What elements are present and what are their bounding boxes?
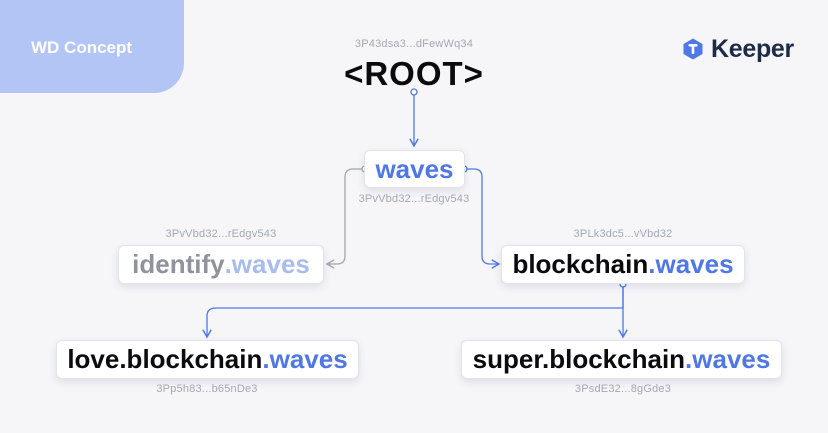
edge-blockchain-to-super: [618, 280, 628, 339]
keeper-logo: Keeper: [681, 34, 794, 64]
node-blockchain-waves[interactable]: blockchain.waves: [501, 245, 745, 284]
node-super-suffix: .waves: [685, 344, 771, 374]
root-address: 3P43dsa3...dFewWq34: [354, 38, 474, 50]
edge-blockchain-to-love: [202, 284, 624, 339]
node-super-name: super.blockchain: [472, 344, 686, 374]
identify-address: 3PvVbd32...rEdgv543: [165, 228, 277, 240]
concept-tab-label: WD Concept: [31, 38, 133, 57]
node-waves[interactable]: waves: [364, 150, 465, 188]
root-node-label: <ROOT>: [344, 55, 484, 92]
waves-address: 3PvVbd32...rEdgv543: [358, 193, 470, 205]
node-identify-suffix: .waves: [224, 249, 310, 279]
node-identify-name: identify: [132, 249, 225, 279]
node-super-blockchain-waves[interactable]: super.blockchain.waves: [461, 340, 782, 379]
node-blockchain-name: blockchain: [512, 249, 649, 279]
keeper-logo-icon: [683, 38, 703, 60]
node-love-suffix: .waves: [262, 344, 348, 374]
keeper-logo-text: Keeper: [711, 34, 794, 63]
node-love-name: love.blockchain: [67, 344, 263, 374]
node-waves-label: waves: [375, 153, 454, 184]
edge-waves-to-identify: [325, 165, 369, 269]
node-identify-waves[interactable]: identify.waves: [118, 245, 324, 284]
blockchain-address: 3PLk3dc5...vVbd32: [573, 228, 673, 240]
concept-tab: WD Concept: [0, 0, 184, 93]
edge-waves-to-blockchain: [460, 165, 501, 269]
node-blockchain-suffix: .waves: [648, 249, 734, 279]
edge-root-to-waves: [409, 88, 419, 148]
super-address: 3PsdE32...8gGde3: [574, 383, 672, 395]
love-address: 3Pp5h83...b65nDe3: [156, 383, 258, 395]
node-love-blockchain-waves[interactable]: love.blockchain.waves: [56, 340, 359, 379]
